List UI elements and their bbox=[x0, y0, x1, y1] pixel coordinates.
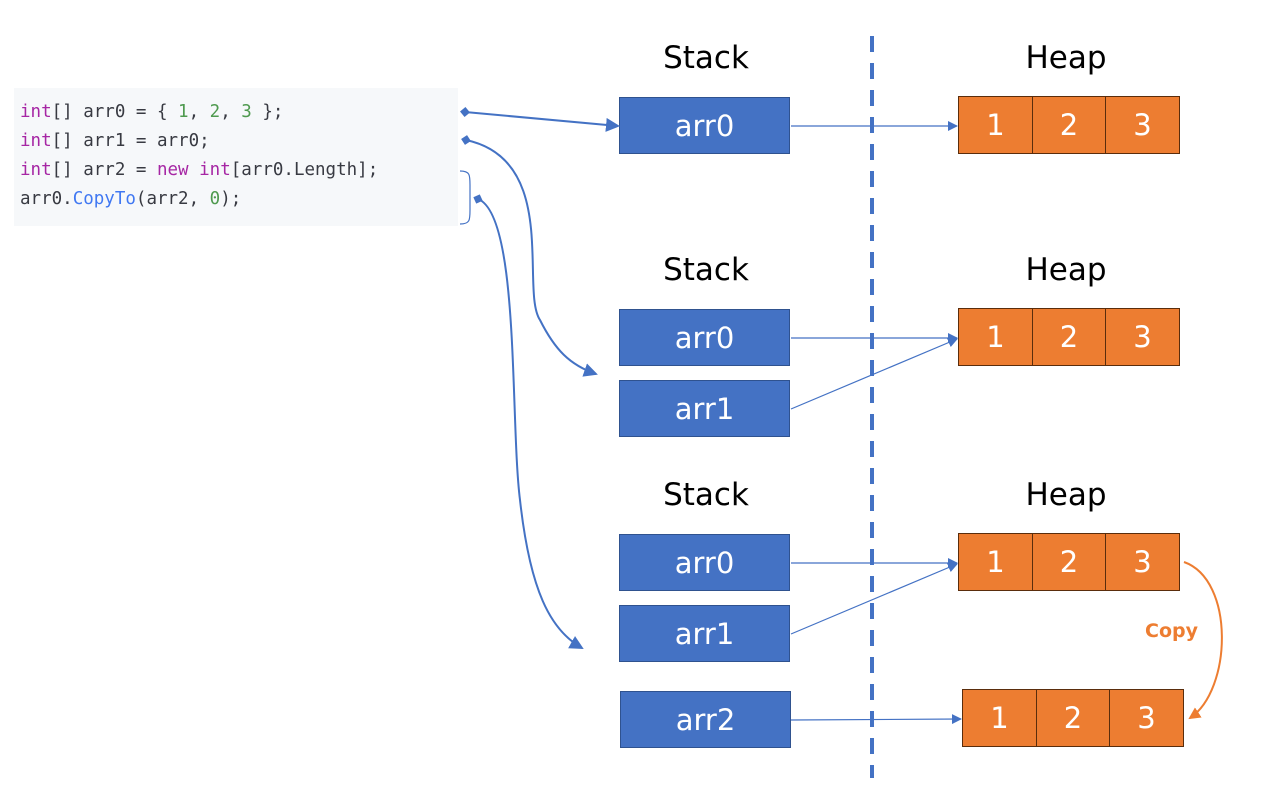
ref-arrow-s3-arr1 bbox=[790, 562, 958, 635]
stack-heading-1: Stack bbox=[663, 40, 749, 76]
code-line-2: int[] arr1 = arr0; bbox=[20, 127, 458, 156]
code-text: ); bbox=[220, 189, 242, 209]
heap-cell: 3 bbox=[1105, 308, 1180, 366]
number-literal: 3 bbox=[241, 102, 252, 122]
heap-cell: 3 bbox=[1109, 689, 1184, 747]
number-literal: 2 bbox=[209, 102, 221, 122]
code-text: , bbox=[220, 102, 242, 122]
code-text: }; bbox=[251, 102, 284, 122]
code-line-4: arr0.CopyTo(arr2, 0); bbox=[20, 185, 458, 214]
code-bracket bbox=[459, 170, 471, 225]
heap-cell: 1 bbox=[958, 96, 1033, 154]
number-literal: 1 bbox=[178, 102, 189, 122]
code-text: [] arr1 = arr0; bbox=[51, 131, 210, 151]
ref-arrow-s3-arr2 bbox=[790, 714, 962, 725]
heap-cell: 2 bbox=[1031, 533, 1107, 591]
heap-array-copy: 1 2 3 bbox=[962, 689, 1184, 747]
stack-var-arr1: arr1 bbox=[619, 605, 790, 662]
stack-var-arr0: arr0 bbox=[619, 97, 790, 154]
stack-heading-2: Stack bbox=[663, 252, 749, 288]
stack-heading-3: Stack bbox=[663, 477, 749, 513]
code-text: [] arr2 = bbox=[51, 160, 157, 180]
heap-heading-2: Heap bbox=[1025, 252, 1107, 288]
code-to-scene2-arrow bbox=[461, 135, 598, 377]
copy-label: Copy bbox=[1145, 620, 1198, 642]
heap-cell: 2 bbox=[1035, 689, 1111, 747]
heap-array: 1 2 3 bbox=[958, 533, 1180, 591]
heap-cell: 3 bbox=[1105, 533, 1180, 591]
code-text: arr0. bbox=[20, 189, 73, 209]
code-line-3: int[] arr2 = new int[arr0.Length]; bbox=[20, 156, 458, 185]
number-literal: 0 bbox=[209, 189, 221, 209]
keyword: int bbox=[199, 160, 231, 180]
heap-cell: 2 bbox=[1031, 96, 1107, 154]
heap-heading-1: Heap bbox=[1025, 40, 1107, 76]
keyword: int bbox=[20, 102, 52, 122]
heap-array: 1 2 3 bbox=[958, 308, 1180, 366]
heap-array: 1 2 3 bbox=[958, 96, 1180, 154]
code-line-1: int[] arr0 = { 1, 2, 3 }; bbox=[20, 98, 458, 127]
code-to-scene1-arrow bbox=[460, 107, 620, 132]
code-snippet: int[] arr0 = { 1, 2, 3 }; int[] arr1 = a… bbox=[14, 88, 458, 226]
heap-cell: 3 bbox=[1105, 96, 1180, 154]
keyword: int bbox=[20, 160, 52, 180]
stack-var-arr0: arr0 bbox=[619, 534, 790, 591]
stack-var-arr2: arr2 bbox=[620, 691, 791, 748]
heap-cell: 1 bbox=[962, 689, 1037, 747]
code-text: (arr2, bbox=[135, 189, 210, 209]
code-text: , bbox=[188, 102, 210, 122]
method-name: CopyTo bbox=[72, 189, 136, 209]
heap-cell: 1 bbox=[958, 533, 1033, 591]
stack-var-arr0: arr0 bbox=[619, 309, 790, 366]
code-to-scene3-arrow bbox=[473, 194, 584, 649]
heap-cell: 2 bbox=[1031, 308, 1107, 366]
keyword: new bbox=[156, 160, 189, 180]
code-text: [arr0.Length]; bbox=[230, 160, 379, 180]
stack-var-arr1: arr1 bbox=[619, 380, 790, 437]
code-text: [] arr0 = { bbox=[51, 102, 179, 122]
ref-arrow-s2-arr1 bbox=[790, 337, 958, 410]
heap-heading-3: Heap bbox=[1025, 477, 1107, 513]
keyword: int bbox=[20, 131, 52, 151]
heap-cell: 1 bbox=[958, 308, 1033, 366]
code-text bbox=[189, 160, 200, 180]
